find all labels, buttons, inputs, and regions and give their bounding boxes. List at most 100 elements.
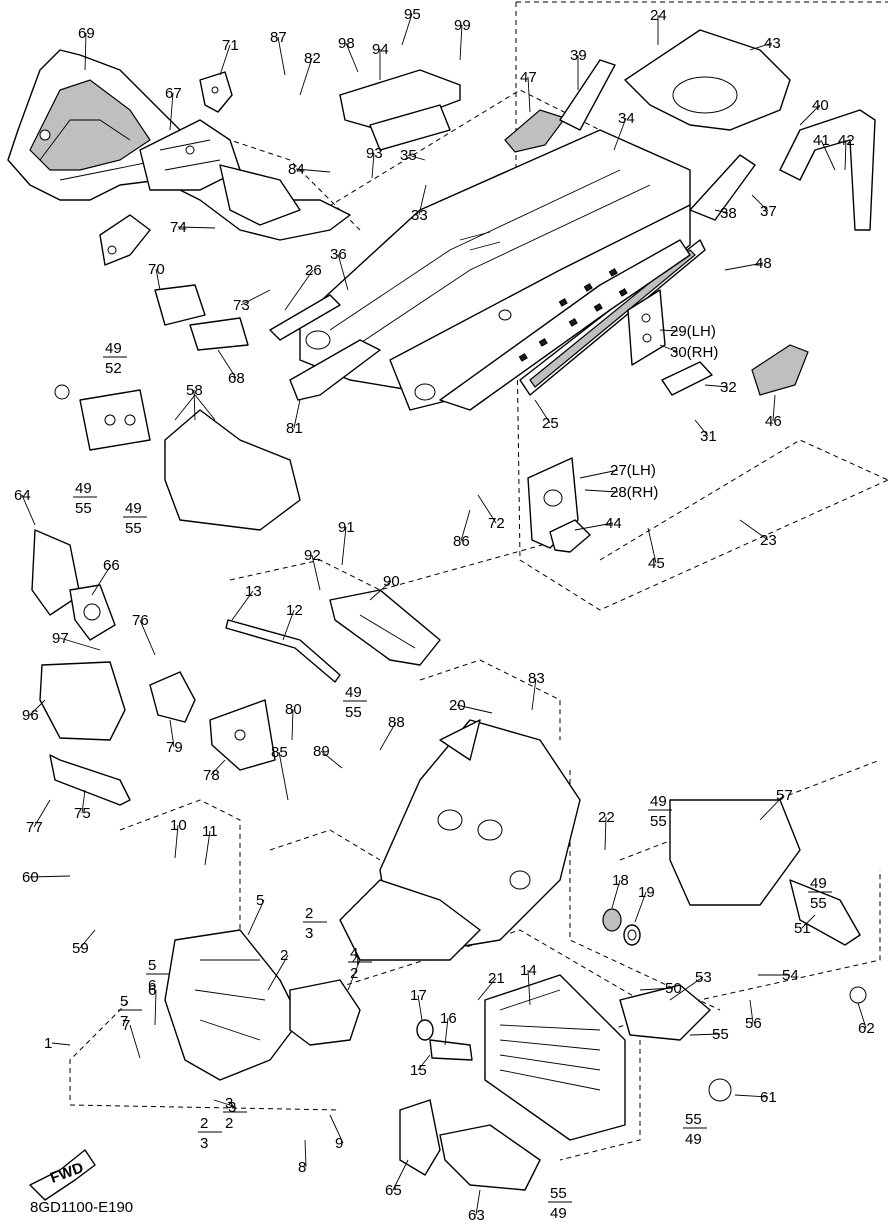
leader-lines <box>21 13 867 1216</box>
part-label: 22 <box>598 809 615 826</box>
part-label: 45 <box>648 555 665 572</box>
leader-line <box>278 751 289 801</box>
leader-line <box>129 1024 141 1059</box>
part-label: 23 <box>760 532 777 549</box>
fraction-top: 4 <box>350 945 358 962</box>
diagram-code: 8GD1100-E190 <box>30 1199 133 1216</box>
part-label: 5 <box>256 892 264 909</box>
running-board-25 <box>439 239 706 411</box>
part-label: 75 <box>74 805 91 822</box>
leader-line <box>299 57 313 96</box>
leader-line <box>574 522 614 531</box>
part-label: 25 <box>542 415 559 432</box>
part-label: 40 <box>812 97 829 114</box>
part-label: 39 <box>570 47 587 64</box>
side-brackets <box>627 289 809 396</box>
part-label: 92 <box>304 547 321 564</box>
part-label: 73 <box>233 297 250 314</box>
part-label: 24 <box>650 7 667 24</box>
part-label: 86 <box>453 533 470 550</box>
leader-line <box>659 344 679 353</box>
part-label: 98 <box>338 35 355 52</box>
part-label: 93 <box>366 145 383 162</box>
leader-line <box>21 494 36 526</box>
leader-line <box>392 1159 409 1191</box>
fraction-top: 49 <box>345 684 362 701</box>
leader-line <box>320 750 343 769</box>
fraction-top: 49 <box>650 793 667 810</box>
fraction-bottom: 7 <box>120 1013 128 1030</box>
part-label: 61 <box>760 1089 777 1106</box>
fraction-top: 2 <box>305 905 313 922</box>
part-label: 47 <box>520 69 537 86</box>
part-label: 1 <box>44 1035 52 1052</box>
leader-line <box>369 580 392 601</box>
leader-line <box>417 1054 431 1071</box>
fraction-top: 2 <box>200 1115 208 1132</box>
left-column-parts <box>31 529 131 806</box>
part-label: 27(LH) <box>610 462 656 479</box>
part-label: 28(RH) <box>610 484 658 501</box>
part-label: 13 <box>245 583 262 600</box>
part-label: 77 <box>26 819 43 836</box>
leader-line <box>139 619 156 656</box>
leader-line <box>213 1099 237 1108</box>
part-label: 60 <box>22 869 39 886</box>
part-label: 4 <box>352 952 360 969</box>
mid-left-parts <box>149 619 341 771</box>
part-label: 34 <box>618 110 635 127</box>
leader-line <box>177 226 216 229</box>
leader-line <box>379 721 397 751</box>
bottom-guards-63-65 <box>399 1099 541 1191</box>
leader-line <box>371 152 375 179</box>
part-label: 63 <box>468 1207 485 1224</box>
leader-line <box>714 209 729 214</box>
part-label: 19 <box>638 884 655 901</box>
part-label: 97 <box>52 630 69 647</box>
part-label: 59 <box>72 940 89 957</box>
leader-line <box>584 489 619 493</box>
part-27-28-bracket <box>527 457 591 553</box>
leader-line <box>634 891 647 923</box>
part-label: 17 <box>410 987 427 1004</box>
leader-line <box>29 699 46 716</box>
part-label: 18 <box>612 872 629 889</box>
part-label: 8 <box>298 1159 306 1176</box>
leader-line <box>639 987 674 991</box>
part-label: 58 <box>186 382 203 399</box>
leader-line <box>444 1017 449 1046</box>
part-label: 37 <box>760 203 777 220</box>
leader-line <box>659 329 679 332</box>
fraction-label: 42 <box>348 945 372 982</box>
part-label: 94 <box>372 41 389 58</box>
leader-line <box>29 875 71 878</box>
leader-line <box>59 637 101 651</box>
leader-line <box>739 519 769 541</box>
fraction-top: 55 <box>550 1185 567 1202</box>
leader-line <box>155 268 161 291</box>
part-label: 91 <box>338 519 355 536</box>
part-label: 54 <box>782 967 799 984</box>
hood-frame-assembly <box>7 49 351 266</box>
leader-line <box>247 899 265 936</box>
part-label: 48 <box>755 255 772 272</box>
part-label: 12 <box>286 602 303 619</box>
fraction-bottom: 55 <box>125 520 142 537</box>
leader-line <box>527 969 531 1006</box>
part-label: 11 <box>202 823 218 840</box>
leader-line <box>295 168 331 173</box>
leader-line <box>418 184 427 216</box>
leader-line <box>477 494 497 524</box>
fraction-top: 49 <box>125 500 142 517</box>
part-label: 76 <box>132 612 149 629</box>
part-label: 44 <box>605 515 622 532</box>
fraction-top: 49 <box>75 480 92 497</box>
